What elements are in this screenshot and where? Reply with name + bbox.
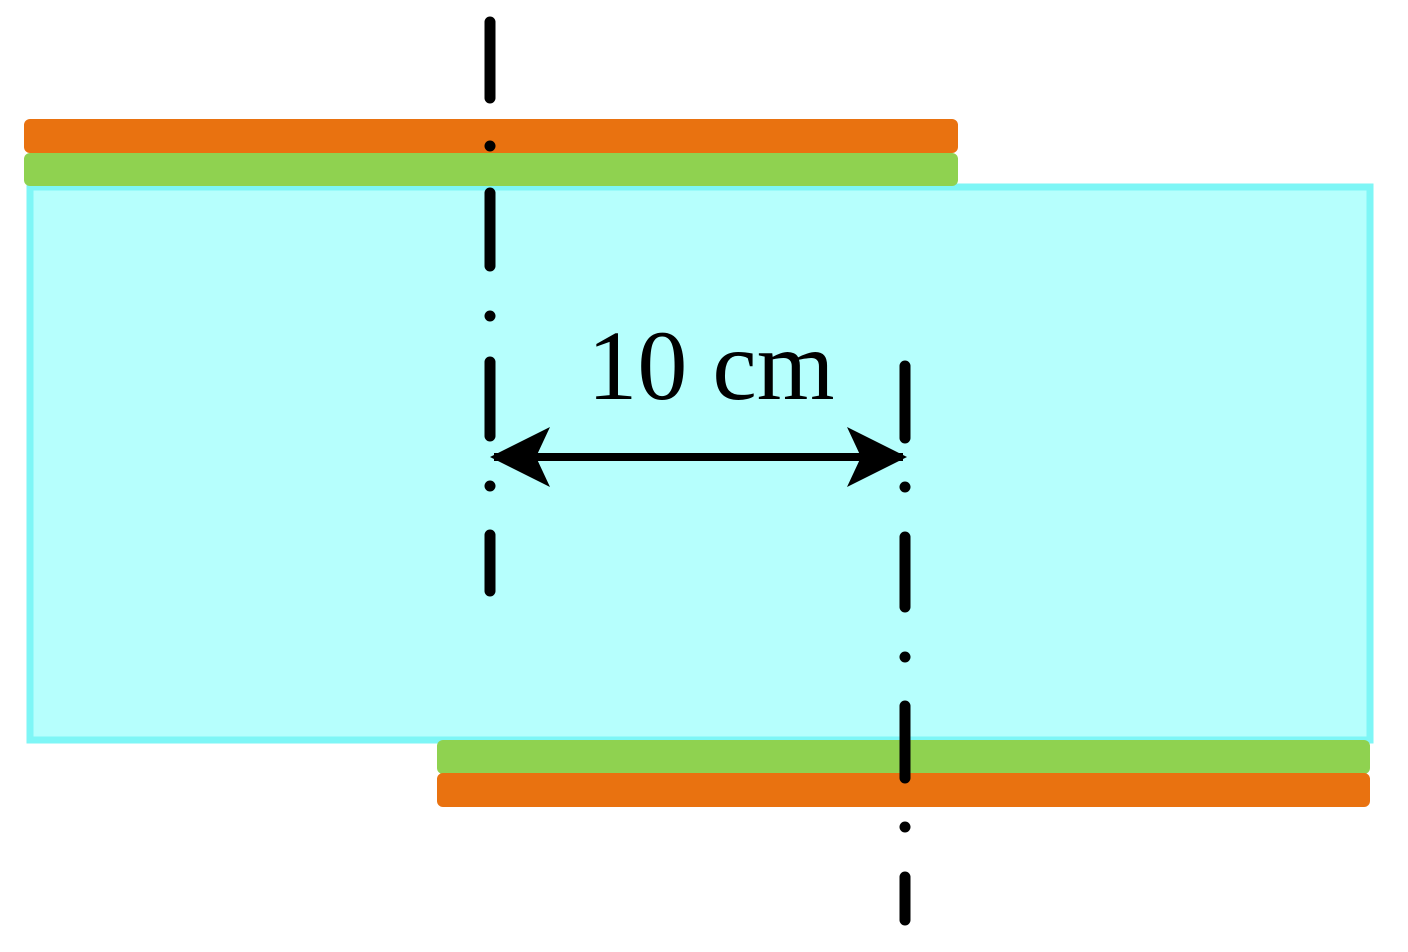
right-centerline: [899, 360, 911, 926]
top-orange-layer: [24, 119, 958, 153]
dimension-label: 10 cm: [587, 310, 834, 421]
left-centerline: [484, 16, 496, 597]
top-green-layer: [24, 153, 958, 186]
bottom-orange-layer: [437, 773, 1370, 807]
cyan-slab: [26, 183, 1374, 744]
